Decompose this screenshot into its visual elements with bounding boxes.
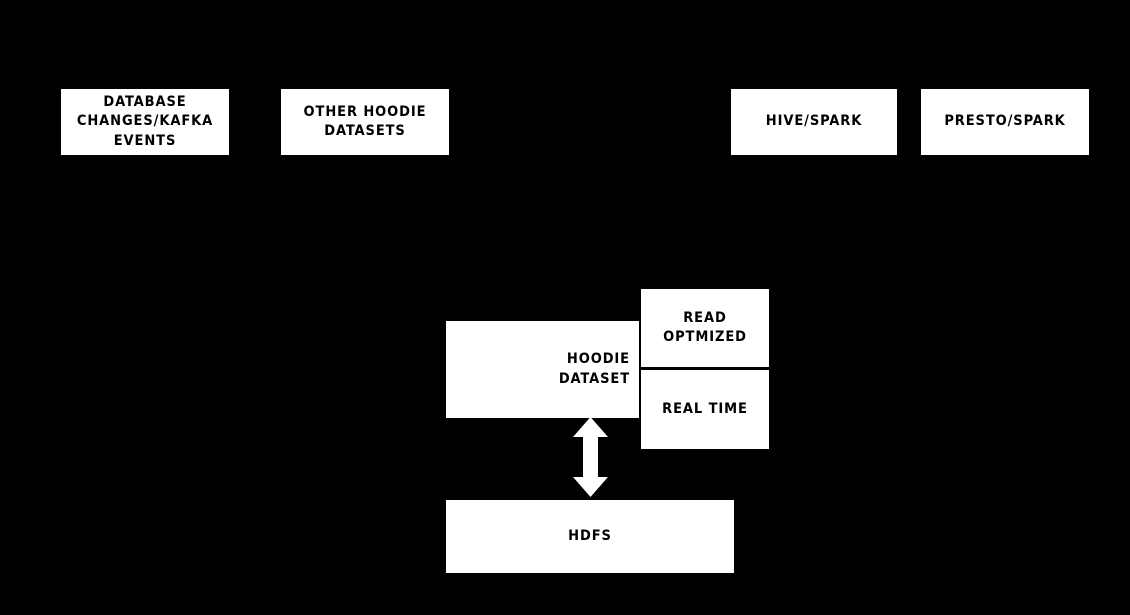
node-hdfs: HDFS: [446, 500, 734, 573]
node-label: Real Time: [662, 400, 748, 417]
node-database-changes-kafka-events: Database Changes/Kafka Events: [61, 89, 229, 155]
node-label: Hive/Spark: [765, 113, 863, 130]
node-label: HDFS: [568, 527, 612, 544]
node-other-hoodie-datasets: Other Hoodie Datasets: [281, 89, 449, 155]
node-label: Presto/Spark: [944, 113, 1066, 130]
node-hoodie-dataset: Hoodie Dataset: [446, 321, 639, 418]
node-label: Other Hoodie Datasets: [303, 103, 427, 139]
node-label: Database Changes/Kafka Events: [76, 94, 214, 149]
node-label: Read Optmized: [663, 309, 747, 345]
node-label: Hoodie Dataset: [558, 351, 630, 387]
node-real-time-view: Real Time: [641, 370, 769, 449]
node-presto-spark: Presto/Spark: [921, 89, 1089, 155]
double-headed-arrow-icon: [573, 417, 608, 497]
node-read-optimized-view: Read Optmized: [641, 289, 769, 370]
node-hive-spark: Hive/Spark: [731, 89, 897, 155]
